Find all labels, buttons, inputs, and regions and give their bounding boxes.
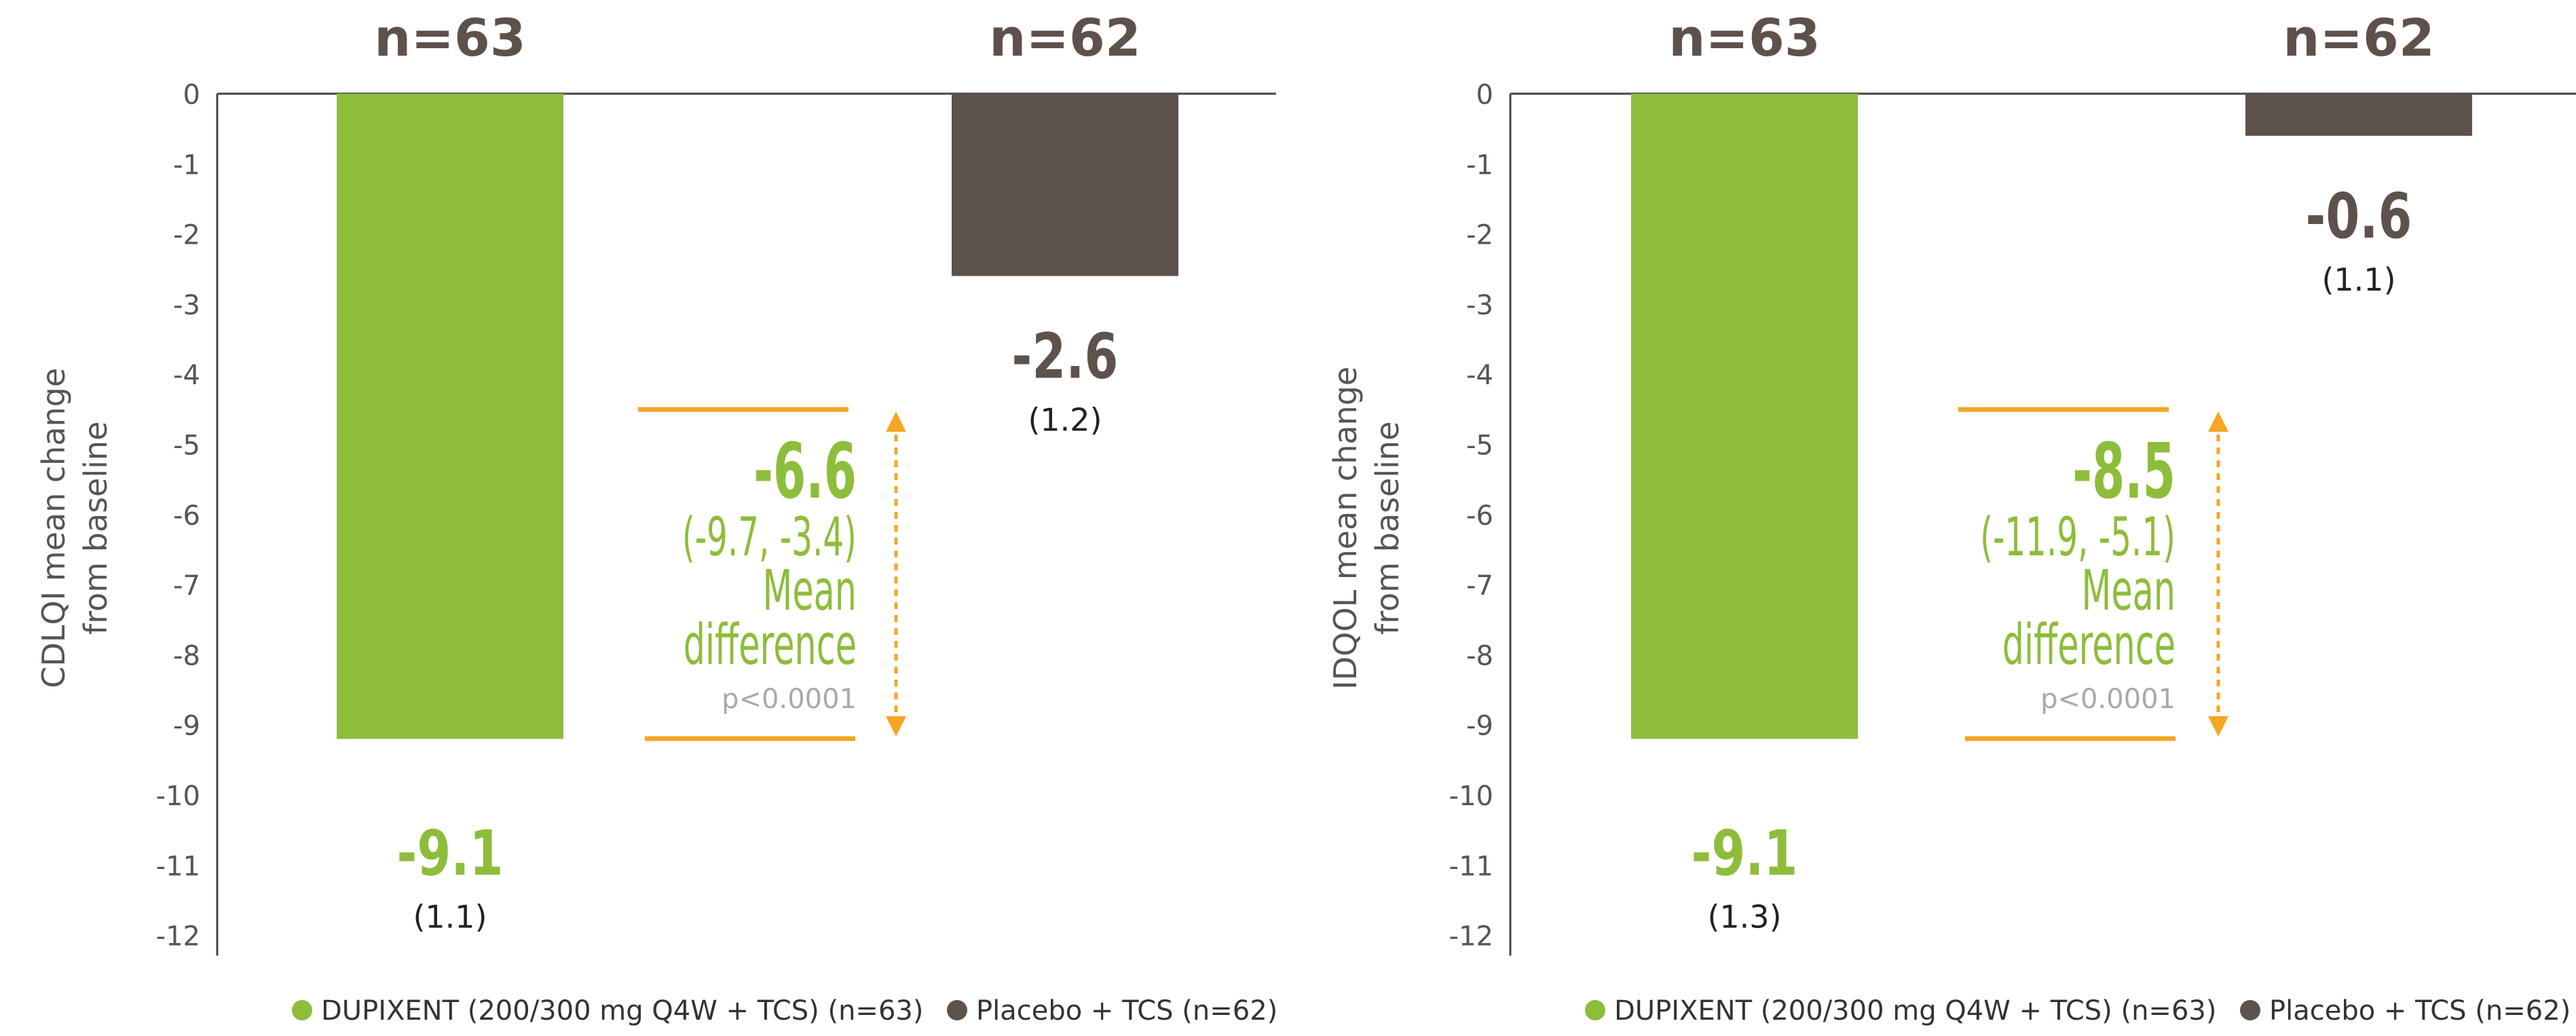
y-tick-label: -12 <box>156 921 200 952</box>
bar-value-label: -0.6 <box>2306 180 2412 253</box>
y-tick-label: -10 <box>1449 781 1493 812</box>
chart-panel-1: 0 -1 -2 -3 -4 -5 -6 -7 -8 -9 -10 -11 -12 CDLQI mean c… <box>35 7 1277 1026</box>
n-label: n=62 <box>2283 7 2435 68</box>
y-tick-label: -10 <box>156 781 200 812</box>
bar-dupixent <box>1631 94 1858 739</box>
difference-label: difference <box>2002 614 2176 678</box>
n-label: n=63 <box>374 7 526 68</box>
y-tick-label: -4 <box>173 360 200 391</box>
y-tick-label: -11 <box>1449 851 1493 882</box>
difference-label: Mean <box>2081 559 2176 624</box>
p-value: p<0.0001 <box>2040 684 2176 715</box>
y-tick-label: -5 <box>173 430 200 462</box>
bar-se-label: (1.2) <box>1028 402 1102 439</box>
y-tick-label: -2 <box>1466 220 1493 251</box>
y-tick-label: -7 <box>173 570 200 602</box>
n-label: n=62 <box>989 7 1141 68</box>
difference-ci: (-11.9, -5.1) <box>1980 507 2176 568</box>
y-tick-label: -3 <box>1466 290 1493 321</box>
y-tick-label: -11 <box>156 851 200 882</box>
y-axis-label: IDQOL mean change <box>1327 367 1364 690</box>
legend-label: DUPIXENT (200/300 mg Q4W + TCS) (n=63) <box>1614 995 2216 1026</box>
difference-value: -8.5 <box>2072 428 2176 516</box>
legend-swatch <box>947 1000 967 1020</box>
bar-value-label: -9.1 <box>1692 817 1798 890</box>
y-tick-label: 0 <box>183 79 200 111</box>
y-tick-label: -6 <box>173 500 200 532</box>
y-tick-label: -9 <box>1466 711 1493 742</box>
legend-swatch <box>292 1000 312 1020</box>
p-value: p<0.0001 <box>722 684 857 715</box>
legend-swatch <box>1585 1000 1605 1020</box>
y-axis-label: CDLQI mean change <box>35 368 72 688</box>
y-tick-label: -4 <box>1466 360 1493 391</box>
bar-se-label: (1.3) <box>1707 898 1781 935</box>
y-tick-label: 0 <box>1476 79 1493 111</box>
bar-dupixent <box>337 94 563 739</box>
bar-se-label: (1.1) <box>413 898 487 935</box>
y-tick-label: -1 <box>1466 149 1493 181</box>
y-axis-label: from baseline <box>77 422 114 635</box>
y-tick-label: -6 <box>1466 500 1493 532</box>
bar-placebo <box>952 94 1178 276</box>
bar-value-label: -9.1 <box>397 817 504 890</box>
bar-value-label: -2.6 <box>1012 320 1119 393</box>
bar-placebo <box>2245 94 2472 136</box>
y-tick-label: -8 <box>173 640 200 671</box>
legend-label: Placebo + TCS (n=62) <box>976 995 1277 1026</box>
bar-se-label: (1.1) <box>2321 261 2395 298</box>
y-tick-label: -1 <box>173 149 200 181</box>
chart-panel-2: 0 -1 -2 -3 -4 -5 -6 -7 -8 -9 -10 -11 -12 IDQOL mean c… <box>1327 7 2576 1026</box>
y-tick-label: -3 <box>173 290 200 321</box>
y-tick-label: -5 <box>1466 430 1493 462</box>
difference-label: difference <box>684 614 857 678</box>
y-tick-label: -2 <box>173 220 200 251</box>
y-axis-label: from baseline <box>1369 422 1406 635</box>
difference-ci: (-9.7, -3.4) <box>682 507 857 568</box>
legend-label: Placebo + TCS (n=62) <box>2269 995 2571 1026</box>
y-tick-label: -12 <box>1449 921 1493 952</box>
legend-swatch <box>2240 1000 2260 1020</box>
y-tick-label: -8 <box>1466 640 1493 671</box>
difference-value: -6.6 <box>753 428 857 516</box>
n-label: n=63 <box>1668 7 1821 68</box>
y-tick-label: -9 <box>173 711 200 742</box>
difference-label: Mean <box>762 559 857 624</box>
legend-label: DUPIXENT (200/300 mg Q4W + TCS) (n=63) <box>321 995 923 1026</box>
y-tick-label: -7 <box>1466 570 1493 602</box>
